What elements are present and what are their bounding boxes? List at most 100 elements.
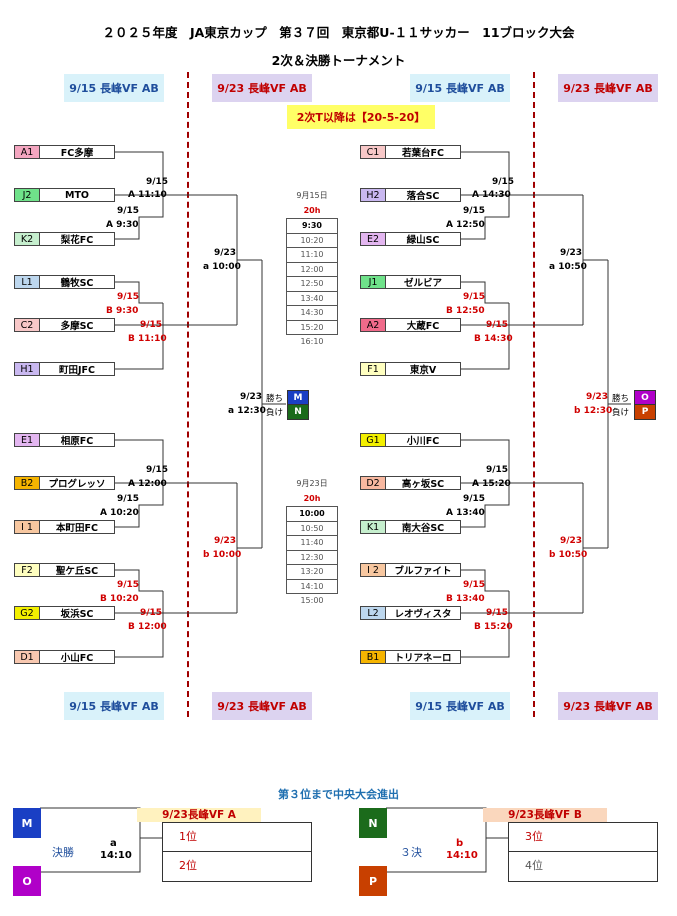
rule-note: 2次T以降は【20-5-20】 <box>287 105 435 129</box>
team-code: J1 <box>360 275 385 289</box>
match-time: b 10:50 <box>549 550 588 560</box>
match-date: 9/23 <box>214 248 237 258</box>
team-name: 梨花FC <box>39 232 115 246</box>
match-time: A 15:20 <box>472 479 511 489</box>
page-title: ２０２５年度 JA東京カップ 第３７回 東京都U-１１サッカー 11ブロック大会 <box>102 25 575 40</box>
match-date: 9/15 <box>492 177 515 187</box>
match-date: 9/15 <box>463 494 486 504</box>
match-date: 9/15 <box>146 177 169 187</box>
team-code: L1 <box>14 275 39 289</box>
team-code: H2 <box>360 188 385 202</box>
match-time: B 11:10 <box>128 334 167 344</box>
team-name: 高ヶ坂SC <box>385 476 461 490</box>
venue-header: 9/15 長峰VF AB <box>64 74 164 102</box>
final-second-place: 2位 <box>179 859 197 872</box>
team-name: 小山FC <box>39 650 115 664</box>
schedule-slot: 13:20 <box>286 565 338 580</box>
team-code: K1 <box>360 520 385 534</box>
team-name: MTO <box>39 188 115 202</box>
schedule-slot: 10:50 <box>286 521 338 536</box>
match-time: B 9:30 <box>106 306 139 316</box>
team-name: 町田JFC <box>39 362 115 376</box>
venue-header: 9/15 長峰VF AB <box>410 74 510 102</box>
final-top-team: M <box>13 808 41 838</box>
team-code: L2 <box>360 606 385 620</box>
team-name: ゼルビア <box>385 275 461 289</box>
match-time: b 12:30 <box>574 406 613 416</box>
match-time: A 12:00 <box>128 479 167 489</box>
match-time: B 13:40 <box>446 594 485 604</box>
final-time: 14:10 <box>100 850 132 861</box>
schedule-slot: 11:10 <box>286 248 338 263</box>
schedule-slot: 16:10 <box>300 337 324 346</box>
match-time: B 12:50 <box>446 306 485 316</box>
match-date: 9/23 <box>560 248 583 258</box>
team-name: 聖ケ丘SC <box>39 563 115 577</box>
match-date: 9/15 <box>463 580 486 590</box>
team-code: C1 <box>360 145 385 159</box>
team-name: プログレッソ <box>39 476 115 490</box>
third-field: b <box>456 838 464 849</box>
match-date: 9/15 <box>486 320 509 330</box>
team-code: D1 <box>14 650 39 664</box>
third-top-team: N <box>359 808 387 838</box>
match-time: a 10:50 <box>549 262 587 272</box>
team-name: 東京V <box>385 362 461 376</box>
match-date: 9/15 <box>117 206 140 216</box>
schedule-sep23: 9月23日 20h 10:00 10:50 11:40 12:30 13:20 … <box>286 476 338 608</box>
final-bottom-team: O <box>13 866 41 896</box>
schedule-slot: 12:30 <box>286 550 338 565</box>
team-name: 相原FC <box>39 433 115 447</box>
schedule-slot: 12:50 <box>286 277 338 292</box>
venue-header: 9/15 長峰VF AB <box>410 692 510 720</box>
team-name: 小川FC <box>385 433 461 447</box>
schedule-slot: 14:10 <box>286 579 338 594</box>
team-name: ブルファイト <box>385 563 461 577</box>
schedule-date: 9月23日 <box>296 479 328 488</box>
venue-header: 9/23 長峰VF AB <box>212 692 312 720</box>
team-name: FC多摩 <box>39 145 115 159</box>
team-code: C2 <box>14 318 39 332</box>
team-code: I 1 <box>14 520 39 534</box>
divider <box>187 72 189 717</box>
match-date: 9/15 <box>117 292 140 302</box>
schedule-sep15: 9月15日 20h 9:30 10:20 11:10 12:00 12:50 1… <box>286 188 338 349</box>
schedule-duration: 20h <box>303 494 321 503</box>
left-loser-marker: N <box>287 404 309 420</box>
third-time: 14:10 <box>446 850 478 861</box>
team-name: レオヴィスタ <box>385 606 461 620</box>
match-date: 9/23 <box>240 392 263 402</box>
team-code: A2 <box>360 318 385 332</box>
team-code: J2 <box>14 188 39 202</box>
match-date: 9/15 <box>486 465 509 475</box>
venue-header: 9/23 長峰VF AB <box>558 692 658 720</box>
match-date: 9/15 <box>117 494 140 504</box>
match-date: 9/15 <box>140 608 163 618</box>
match-time: b 10:00 <box>203 550 242 560</box>
team-name: 南大谷SC <box>385 520 461 534</box>
lose-label: 負け <box>266 408 284 418</box>
page-subtitle: 2次＆決勝トーナメント <box>271 53 406 68</box>
match-date: 9/15 <box>140 320 163 330</box>
schedule-slot: 14:30 <box>286 306 338 321</box>
match-time: a 12:30 <box>228 406 266 416</box>
team-code: E1 <box>14 433 39 447</box>
match-date: 9/23 <box>560 536 583 546</box>
divider <box>533 72 535 717</box>
third-venue: 9/23長峰VF B <box>483 808 607 822</box>
team-code: B1 <box>360 650 385 664</box>
schedule-slot: 10:20 <box>286 233 338 248</box>
